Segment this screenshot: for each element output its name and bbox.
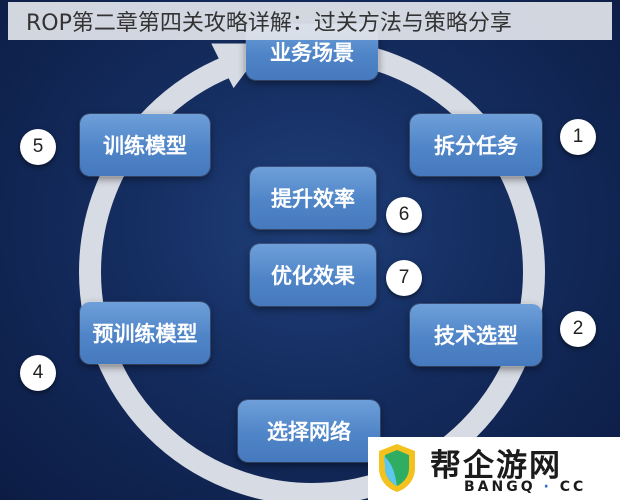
ring-arrow (211, 43, 268, 89)
step-badge-4: 4 (20, 355, 56, 391)
shield-icon (379, 444, 415, 492)
node-label: 提升效率 (271, 187, 355, 211)
watermark-domain-dot: · (543, 479, 552, 495)
node-train-model: 训练模型 (80, 114, 210, 176)
node-label: 选择网络 (267, 420, 351, 444)
node-label: 优化效果 (271, 264, 355, 288)
node-label: 技术选型 (434, 324, 518, 348)
node-label: 训练模型 (103, 134, 187, 158)
badge-number: 7 (398, 267, 410, 288)
node-optimize-effect: 优化效果 (250, 244, 376, 306)
node-pretrain-model: 预训练模型 (80, 302, 210, 364)
watermark-domain-left: BANGQ (464, 479, 536, 495)
badge-number: 2 (572, 318, 584, 339)
watermark-domain-right: CC (559, 479, 587, 495)
page-title: ROP第二章第四关攻略详解：过关方法与策略分享 (26, 11, 512, 36)
step-badge-6: 6 (386, 197, 422, 233)
title-bar: ROP第二章第四关攻略详解：过关方法与策略分享 (8, 2, 612, 40)
watermark-name: 帮企游网 (430, 448, 562, 484)
step-badge-2: 2 (560, 311, 596, 347)
step-badge-7: 7 (386, 260, 422, 296)
node-label: 拆分任务 (434, 134, 518, 158)
badge-number: 4 (32, 362, 44, 383)
node-select-network: 选择网络 (238, 400, 380, 462)
watermark-logo: 帮企游网 BANGQ · CC (368, 437, 620, 500)
node-label: 业务场景 (270, 41, 354, 65)
node-label: 预训练模型 (92, 322, 198, 346)
watermark-domain: BANGQ · CC (464, 479, 586, 495)
node-improve-efficiency: 提升效率 (250, 167, 376, 229)
node-split-task: 拆分任务 (410, 114, 542, 176)
badge-number: 1 (572, 126, 584, 147)
badge-number: 5 (32, 136, 44, 157)
badge-number: 6 (398, 204, 410, 225)
step-badge-5: 5 (20, 129, 56, 165)
step-badge-1: 1 (560, 119, 596, 155)
node-tech-selection: 技术选型 (410, 304, 542, 366)
